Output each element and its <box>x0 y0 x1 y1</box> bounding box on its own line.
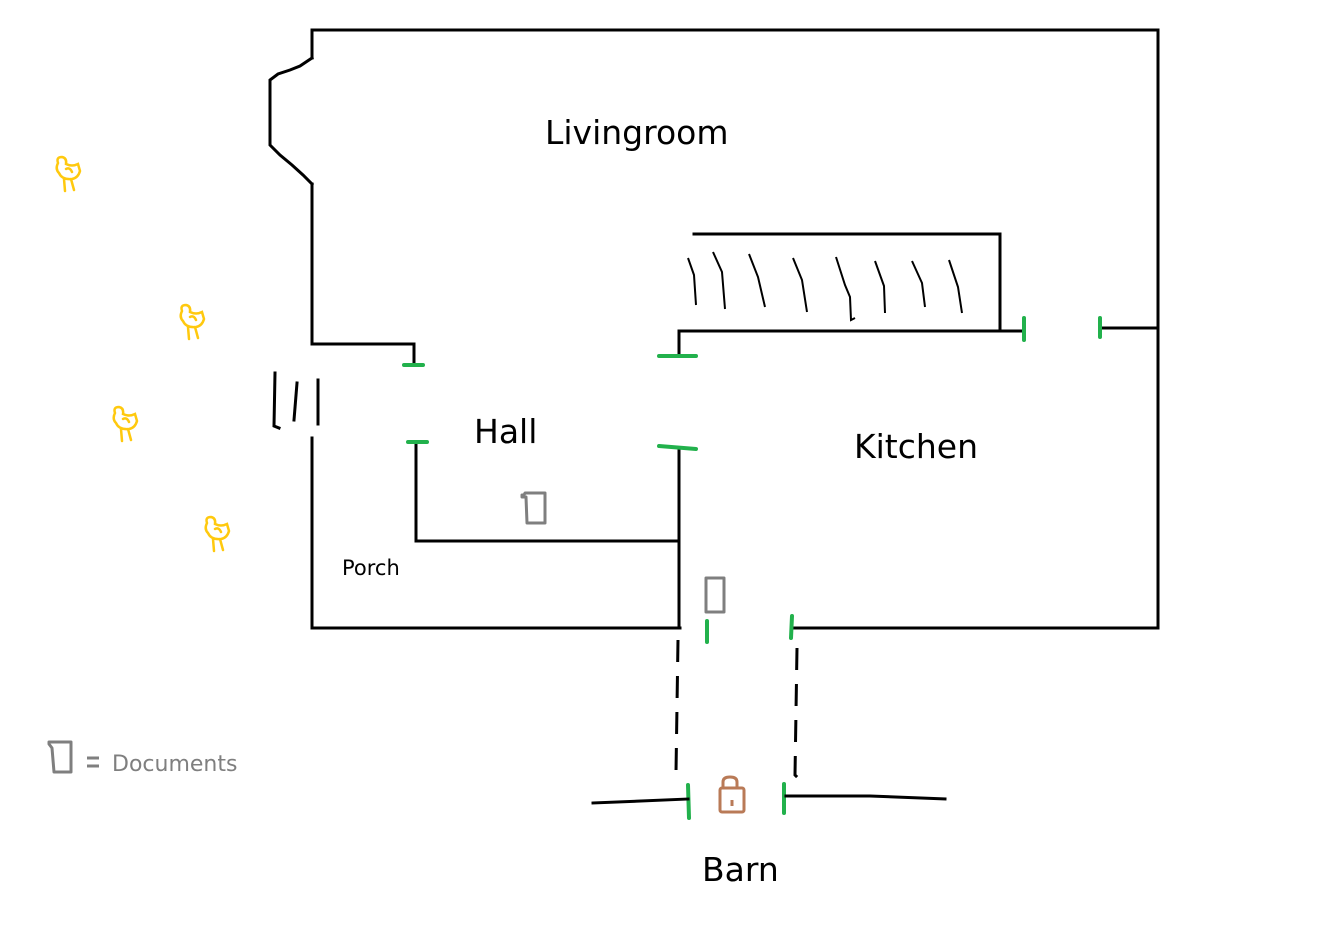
stairs-icon <box>687 251 963 322</box>
door-hall-kitchen[interactable] <box>657 444 698 451</box>
room-label-hall: Hall <box>474 412 538 451</box>
door-back-right[interactable] <box>789 614 794 640</box>
wall-bay-window <box>268 55 315 187</box>
chicken-icon[interactable] <box>112 405 139 443</box>
chicken-icon[interactable] <box>204 515 231 553</box>
barn-path <box>674 639 801 781</box>
lock-icon[interactable] <box>718 775 746 814</box>
wall-stairs-box <box>692 232 1002 333</box>
wall-bottom-right <box>790 326 1160 630</box>
barn-wall <box>591 794 947 805</box>
legend-documents-label: Documents <box>112 752 238 777</box>
document-icon-hall[interactable] <box>520 491 547 525</box>
door-barn-left[interactable] <box>686 783 691 820</box>
room-label-kitchen: Kitchen <box>854 427 979 466</box>
chicken-icon[interactable] <box>55 155 82 193</box>
room-label-barn: Barn <box>702 850 779 889</box>
document-icon-legend <box>47 740 99 774</box>
outer-walls <box>268 28 1160 630</box>
front-door[interactable] <box>272 371 320 430</box>
wall-hall-porch <box>414 442 681 543</box>
room-label-livingroom: Livingroom <box>545 113 729 152</box>
room-label-porch: Porch <box>342 556 400 580</box>
wall-hall-top <box>310 342 416 364</box>
inner-walls <box>310 232 1026 630</box>
doors <box>402 316 1102 820</box>
chicken-icon[interactable] <box>179 303 206 341</box>
wall-top-left-bay <box>310 28 1160 330</box>
wall-left-lower <box>310 436 682 630</box>
wall-kitchen-top <box>677 329 1026 357</box>
document-icon-kitchen[interactable] <box>704 576 726 614</box>
